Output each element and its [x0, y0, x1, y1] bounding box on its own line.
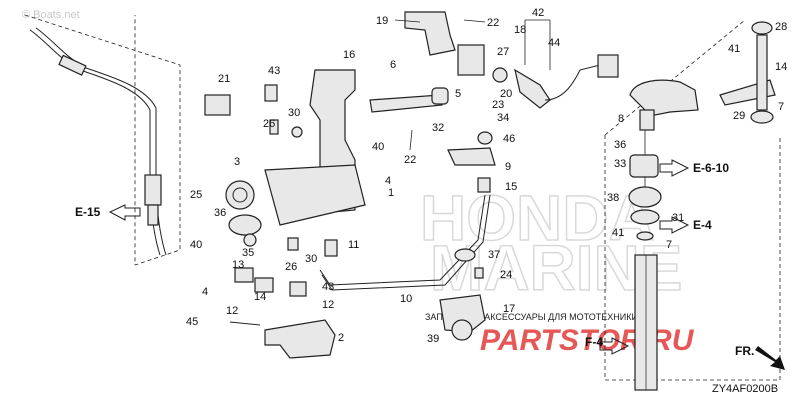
base-part-17 — [439, 294, 486, 333]
svg-text:24: 24 — [500, 269, 512, 281]
svg-text:9: 9 — [505, 161, 511, 173]
svg-text:1: 1 — [388, 187, 394, 199]
svg-text:29: 29 — [733, 110, 745, 122]
svg-text:36: 36 — [614, 139, 626, 151]
brand-watermark-line1: HONDA — [420, 182, 655, 254]
sensor-housing-part-27 — [457, 44, 485, 76]
svg-text:11: 11 — [348, 239, 359, 251]
svg-text:15: 15 — [505, 181, 517, 193]
shaft-region-outline — [604, 135, 781, 381]
svg-text:36: 36 — [214, 207, 226, 219]
front-direction-indicator: FR. — [735, 344, 785, 370]
svg-text:2: 2 — [338, 332, 344, 344]
svg-text:7: 7 — [666, 239, 672, 251]
plate-part-9 — [447, 147, 496, 166]
svg-text:40: 40 — [190, 239, 202, 251]
pulley-part-3 — [225, 180, 255, 210]
boats-net-watermark: © Boats.net — [22, 9, 80, 21]
part-5 — [431, 87, 449, 105]
svg-text:37: 37 — [488, 249, 500, 261]
svg-text:12: 12 — [322, 299, 334, 311]
shop-logo: PARTSTOR.RU — [480, 324, 695, 357]
base-plate — [264, 164, 366, 226]
svg-text:14: 14 — [254, 291, 266, 303]
gear-part-8 — [629, 79, 699, 116]
shop-caption: ЗАПЧАСТИ И АКСЕССУАРЫ ДЛЯ МОТОТЕХНИКИ — [425, 312, 638, 322]
ref-arrow-e610[interactable]: E-6-10 — [659, 159, 729, 177]
bracket-part-19 — [404, 11, 456, 56]
svg-text:43: 43 — [322, 281, 334, 293]
svg-text:18: 18 — [514, 24, 526, 36]
svg-text:32: 32 — [432, 122, 444, 134]
diagram-code: ZY4AF0200B — [712, 383, 778, 395]
washer-part-28 — [751, 21, 773, 35]
ref-arrow-e15[interactable]: E-15 — [75, 204, 141, 221]
svg-text:13: 13 — [232, 259, 244, 271]
svg-text:FR.: FR. — [735, 344, 754, 358]
svg-text:40: 40 — [372, 141, 384, 153]
shift-shaft-assembly — [628, 21, 776, 391]
bracket-part-2 — [264, 319, 336, 359]
svg-text:38: 38 — [607, 192, 619, 204]
svg-text:4: 4 — [385, 175, 391, 187]
svg-text:30: 30 — [288, 107, 300, 119]
svg-text:46: 46 — [503, 133, 515, 145]
bolt-part-43 — [264, 84, 278, 102]
svg-text:28: 28 — [775, 21, 787, 33]
svg-text:F-4: F-4 — [585, 335, 603, 349]
connector — [597, 54, 619, 78]
shaft-part-7-upper — [756, 34, 768, 111]
svg-text:44: 44 — [548, 37, 560, 49]
svg-text:5: 5 — [455, 88, 461, 100]
svg-text:26: 26 — [263, 118, 275, 130]
svg-text:39: 39 — [427, 333, 439, 345]
svg-text:22: 22 — [404, 154, 416, 166]
sensor-part-18 — [514, 68, 551, 109]
svg-text:12: 12 — [226, 305, 238, 317]
svg-text:31: 31 — [672, 212, 684, 224]
rod-part-10 — [319, 194, 486, 286]
svg-text:8: 8 — [618, 113, 624, 125]
svg-text:19: 19 — [376, 15, 388, 27]
svg-text:27: 27 — [497, 46, 509, 58]
shaft-region-top-edge — [604, 19, 746, 136]
clip-part-21 — [204, 94, 231, 116]
svg-text:43: 43 — [268, 65, 280, 77]
svg-text:42: 42 — [532, 7, 544, 19]
svg-text:25: 25 — [190, 189, 202, 201]
svg-text:10: 10 — [400, 293, 412, 305]
svg-text:23: 23 — [492, 99, 504, 111]
svg-text:33: 33 — [614, 158, 626, 170]
svg-text:35: 35 — [242, 247, 254, 259]
svg-text:14: 14 — [775, 61, 787, 73]
svg-text:22: 22 — [487, 17, 499, 29]
cable-region-outline — [24, 14, 181, 266]
bearing-part-38 — [628, 186, 662, 208]
ref-arrow-f4[interactable]: F-4 — [585, 335, 630, 355]
svg-text:34: 34 — [497, 112, 509, 124]
svg-text:45: 45 — [186, 316, 198, 328]
svg-text:26: 26 — [285, 261, 297, 273]
svg-text:16: 16 — [343, 49, 355, 61]
callout-labels: 19 22 42 18 27 44 20 5 6 16 21 43 30 26 … — [186, 7, 787, 345]
svg-text:17: 17 — [503, 303, 515, 315]
ref-arrow-e4[interactable]: E-4 — [659, 216, 712, 234]
svg-text:30: 30 — [305, 253, 317, 265]
svg-text:E-4: E-4 — [693, 218, 712, 232]
link-part-6 — [369, 94, 443, 113]
svg-text:41: 41 — [728, 43, 740, 55]
svg-text:6: 6 — [390, 59, 396, 71]
svg-text:E-6-10: E-6-10 — [693, 161, 729, 175]
svg-text:4: 4 — [202, 286, 208, 298]
svg-text:E-15: E-15 — [75, 205, 101, 219]
throttle-cable — [29, 27, 167, 256]
svg-text:20: 20 — [500, 88, 512, 100]
svg-text:21: 21 — [218, 73, 230, 85]
svg-text:41: 41 — [612, 227, 624, 239]
bushing-part-33 — [629, 154, 659, 178]
svg-text:3: 3 — [234, 156, 240, 168]
svg-text:7: 7 — [778, 101, 784, 113]
